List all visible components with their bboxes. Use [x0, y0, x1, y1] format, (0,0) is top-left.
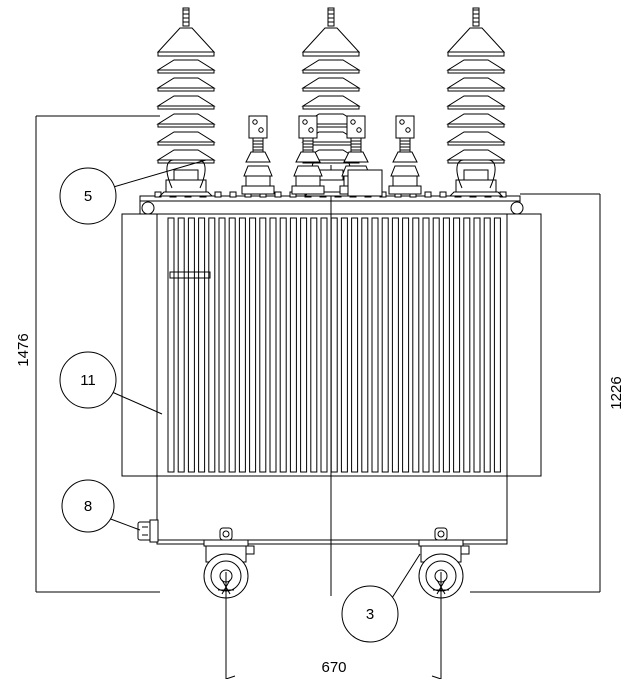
- radiator-fin: [208, 217, 216, 473]
- callout-11: 11: [59, 351, 163, 415]
- radiator-fin: [187, 217, 195, 473]
- dimension-tank-height: 1226: [470, 193, 621, 593]
- radiator-fin: [320, 217, 328, 473]
- radiator-fin: [371, 217, 379, 473]
- radiator-fin: [422, 217, 430, 473]
- wheel-plate: [418, 539, 464, 547]
- bushing-shed: [446, 131, 506, 143]
- bushing-base: [463, 169, 489, 181]
- radiator-fin: [289, 217, 297, 473]
- lv-terminal-flag: [298, 115, 318, 139]
- radiator-fin: [463, 217, 471, 473]
- bushing-shed: [301, 59, 361, 71]
- callout-3-label: 3: [366, 606, 374, 623]
- radiator-fin: [402, 217, 410, 473]
- lv-terminals: [241, 115, 422, 195]
- radiator-fin: [300, 217, 308, 473]
- dimension-overall-height: 1476: [15, 115, 160, 593]
- radiator-fin: [361, 217, 369, 473]
- radiator-fin: [269, 217, 277, 473]
- callout-8: 8: [61, 479, 141, 533]
- radiator-fin: [381, 217, 389, 473]
- radiator-fin: [351, 217, 359, 473]
- radiator-fin: [473, 217, 481, 473]
- radiator-fin: [218, 217, 226, 473]
- bushing-shed: [156, 95, 216, 107]
- bushing-shed: [446, 59, 506, 71]
- lv-terminal-flag: [346, 115, 366, 139]
- bushing-shed: [446, 77, 506, 89]
- bushing-shed: [156, 113, 216, 125]
- bushing-shed: [446, 95, 506, 107]
- cover-bolt: [274, 191, 282, 198]
- hv-bushings: [156, 7, 506, 197]
- callout-5: 5: [59, 159, 207, 225]
- radiator-fin: [442, 217, 450, 473]
- radiator-fin: [412, 217, 420, 473]
- bushing-stud: [327, 7, 335, 27]
- radiator-fin: [432, 217, 440, 473]
- callout-3: 3: [341, 553, 421, 643]
- cover-bolt: [214, 191, 222, 198]
- radiator-fin: [391, 217, 399, 473]
- bushing-shed: [156, 77, 216, 89]
- bushing-shed: [301, 95, 361, 107]
- bushing-cap: [446, 27, 506, 53]
- bushing-shed: [156, 59, 216, 71]
- callout-5-label: 5: [84, 188, 92, 205]
- radiator-fin: [310, 217, 318, 473]
- radiator-fin: [259, 217, 267, 473]
- bushing-cap: [301, 27, 361, 53]
- radiator-fin: [177, 217, 185, 473]
- terminal-box: [347, 169, 383, 197]
- hv-bushing: [446, 7, 506, 197]
- lv-terminal-flag: [395, 115, 415, 139]
- radiator-fin: [167, 217, 175, 473]
- tank-height-label: 1226: [608, 376, 621, 409]
- radiator-fin: [340, 217, 348, 473]
- bushing-shed: [301, 77, 361, 89]
- cover-bolt: [424, 191, 432, 198]
- bushing-base: [173, 169, 199, 181]
- lv-terminal-flag: [248, 115, 268, 139]
- hv-bushing: [156, 7, 216, 197]
- radiator-fin: [249, 217, 257, 473]
- bushing-base: [318, 169, 344, 181]
- cover-bolt: [229, 191, 237, 198]
- lv-terminal: [388, 115, 422, 195]
- radiator-fin: [493, 217, 501, 473]
- wheel-track-label: 670: [321, 659, 346, 676]
- tank-body: [121, 191, 542, 545]
- dimension-wheel-track: 670: [225, 572, 442, 679]
- radiator-fin: [279, 217, 287, 473]
- wheel-plate: [203, 539, 249, 547]
- bushing-shed: [156, 149, 216, 161]
- lv-terminal: [291, 115, 325, 195]
- cover-bolt: [439, 191, 447, 198]
- bushing-shed: [446, 149, 506, 161]
- radiator-fin: [453, 217, 461, 473]
- callout-8-label: 8: [84, 498, 92, 515]
- bushing-stud: [182, 7, 190, 27]
- bushing-shed: [156, 131, 216, 143]
- radiator-fins: [167, 217, 501, 473]
- bushing-shed: [446, 113, 506, 125]
- bushing-cap: [156, 27, 216, 53]
- radiator-fin: [228, 217, 236, 473]
- overall-height-label: 1476: [15, 333, 32, 366]
- radiator-fin: [238, 217, 246, 473]
- callout-11-label: 11: [80, 372, 96, 389]
- lv-terminal: [241, 115, 275, 195]
- radiator-fin: [198, 217, 206, 473]
- bushing-stud: [472, 7, 480, 27]
- radiator-fin: [483, 217, 491, 473]
